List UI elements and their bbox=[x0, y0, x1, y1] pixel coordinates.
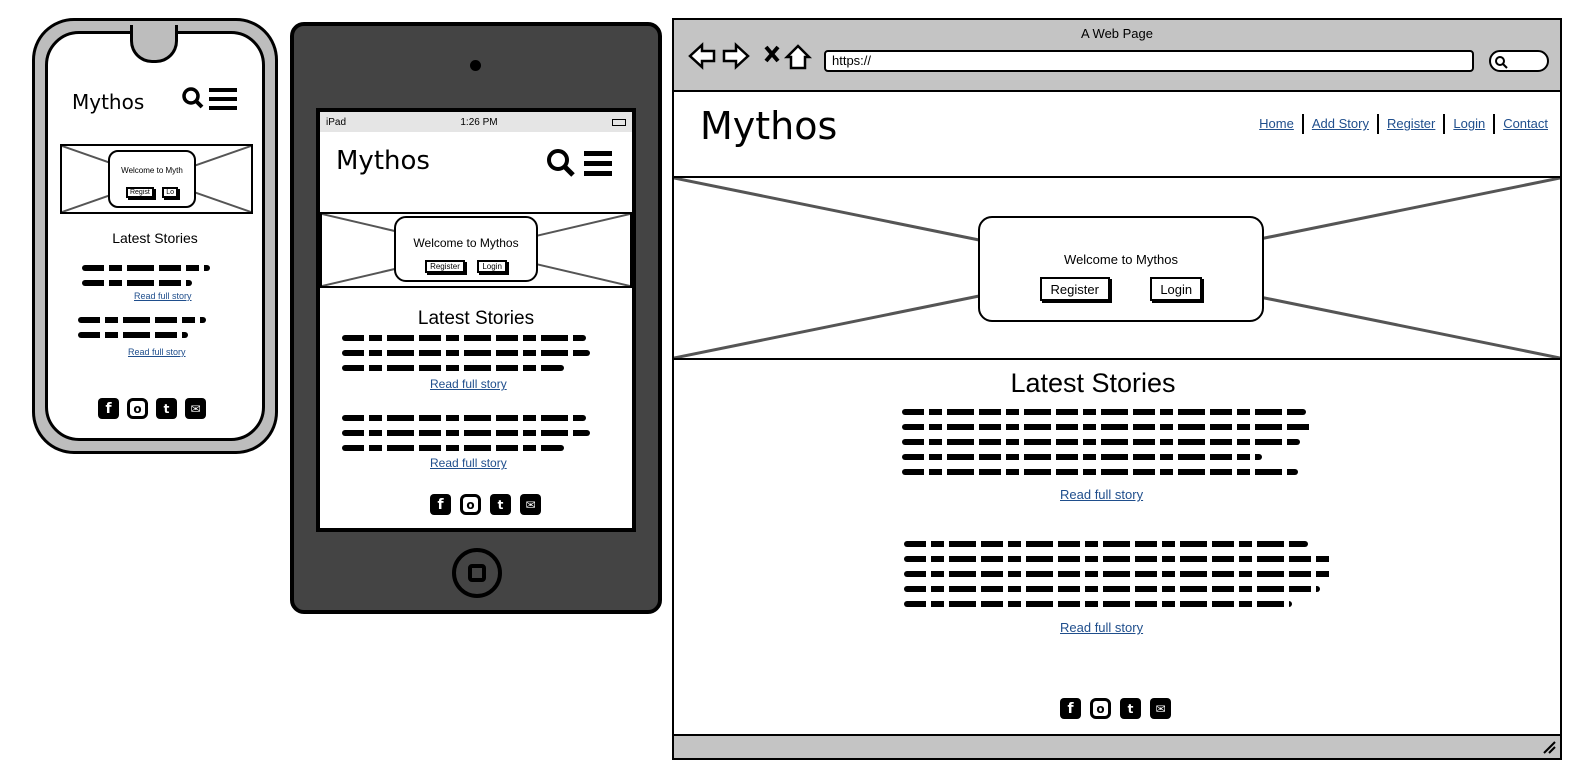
site-hero: Welcome to Mythos Register Login bbox=[674, 176, 1560, 360]
read-full-story-link[interactable]: Read full story bbox=[1060, 487, 1144, 502]
twitter-icon[interactable]: t bbox=[156, 398, 177, 419]
battery-icon bbox=[611, 118, 626, 126]
hero-card: Welcome to Myth Regist Lo bbox=[108, 150, 196, 208]
story-excerpt bbox=[902, 400, 1322, 484]
search-icon[interactable] bbox=[547, 149, 575, 177]
twitter-icon[interactable]: t bbox=[1120, 698, 1141, 719]
read-full-story-link[interactable]: Read full story bbox=[430, 456, 507, 470]
hero-text: Welcome to Myth bbox=[121, 166, 183, 175]
section-title: Latest Stories bbox=[112, 230, 198, 246]
tablet-brand[interactable]: Mythos bbox=[336, 146, 430, 176]
facebook-icon[interactable]: f bbox=[430, 494, 451, 515]
story-excerpt bbox=[342, 406, 592, 460]
browser-status-bar bbox=[674, 734, 1560, 758]
site-brand[interactable]: Mythos bbox=[700, 104, 838, 148]
instagram-icon[interactable]: o bbox=[460, 494, 481, 515]
tablet-screen: iPad 1:26 PM Mythos Welcome to Mythos bbox=[316, 108, 636, 532]
nav-home[interactable]: Home bbox=[1259, 116, 1294, 132]
phone-header-icons bbox=[182, 87, 237, 110]
read-full-story-link[interactable]: Read full story bbox=[430, 377, 507, 391]
email-icon[interactable]: ✉ bbox=[185, 398, 206, 419]
tablet-mockup: iPad 1:26 PM Mythos Welcome to Mythos bbox=[290, 22, 662, 614]
status-time: 1:26 PM bbox=[460, 116, 498, 128]
search-icon bbox=[1495, 56, 1508, 69]
facebook-icon[interactable]: f bbox=[1060, 698, 1081, 719]
story-excerpt bbox=[78, 308, 208, 347]
story-excerpt bbox=[904, 532, 1344, 616]
home-icon[interactable] bbox=[783, 44, 813, 70]
login-button[interactable]: Login bbox=[477, 260, 507, 273]
section-title: Latest Stories bbox=[417, 308, 535, 329]
read-full-story-link[interactable]: Read full story bbox=[128, 347, 186, 357]
phone-screen: Mythos Welcome to Myth Regist L bbox=[45, 31, 265, 441]
search-icon[interactable] bbox=[182, 87, 204, 109]
hero-card: Welcome to Mythos Register Login bbox=[394, 216, 538, 282]
hero-text: Welcome to Mythos bbox=[413, 236, 519, 250]
hero-card: Welcome to Mythos Register Login bbox=[978, 216, 1264, 322]
twitter-icon[interactable]: t bbox=[490, 494, 511, 515]
phone-brand[interactable]: Mythos bbox=[72, 90, 145, 114]
tablet-header-icons bbox=[547, 149, 612, 177]
nav-register[interactable]: Register bbox=[1386, 116, 1436, 132]
browser-controls bbox=[688, 42, 813, 70]
tablet-status-bar: iPad 1:26 PM bbox=[320, 112, 632, 132]
social-links: f o t ✉ bbox=[430, 494, 541, 515]
read-full-story-link[interactable]: Read full story bbox=[134, 291, 192, 301]
register-button[interactable]: Register bbox=[425, 260, 465, 273]
nav-contact[interactable]: Contact bbox=[1503, 116, 1548, 132]
nav-login[interactable]: Login bbox=[1453, 116, 1486, 132]
login-button[interactable]: Lo bbox=[162, 187, 179, 198]
status-carrier: iPad bbox=[326, 116, 347, 128]
tablet-home-button[interactable] bbox=[452, 548, 502, 598]
email-icon[interactable]: ✉ bbox=[520, 494, 541, 515]
facebook-icon[interactable]: f bbox=[98, 398, 119, 419]
browser-search-field[interactable] bbox=[1489, 50, 1549, 72]
back-icon[interactable] bbox=[688, 42, 716, 70]
close-icon[interactable] bbox=[764, 45, 780, 63]
tablet-hero: Welcome to Mythos Register Login bbox=[320, 212, 632, 288]
tablet-camera bbox=[470, 60, 481, 71]
browser-chrome: A Web Page https:// bbox=[674, 20, 1560, 92]
email-icon[interactable]: ✉ bbox=[1150, 698, 1171, 719]
hero-text: Welcome to Mythos bbox=[1064, 252, 1178, 267]
hamburger-menu-icon[interactable] bbox=[584, 151, 612, 176]
instagram-icon[interactable]: o bbox=[127, 398, 148, 419]
story-excerpt bbox=[82, 256, 212, 295]
register-button[interactable]: Register bbox=[1039, 277, 1110, 301]
browser-window: A Web Page https:// Mythos bbox=[672, 18, 1562, 760]
social-links: f o t ✉ bbox=[98, 398, 206, 419]
phone-hero: Welcome to Myth Regist Lo bbox=[60, 144, 253, 214]
window-title: A Web Page bbox=[1080, 26, 1154, 41]
social-links: f o t ✉ bbox=[1060, 698, 1171, 719]
phone-mockup: Mythos Welcome to Myth Regist L bbox=[32, 18, 278, 454]
resize-grip-icon[interactable] bbox=[1542, 740, 1556, 754]
read-full-story-link[interactable]: Read full story bbox=[1060, 620, 1144, 635]
story-excerpt bbox=[342, 326, 592, 380]
section-title: Latest Stories bbox=[1010, 368, 1176, 398]
url-bar[interactable]: https:// bbox=[824, 50, 1474, 72]
forward-icon[interactable] bbox=[722, 42, 750, 70]
site-nav: Home Add Story Register Login Contact bbox=[1259, 114, 1548, 134]
instagram-icon[interactable]: o bbox=[1090, 698, 1111, 719]
register-button[interactable]: Regist bbox=[125, 187, 154, 198]
hamburger-menu-icon[interactable] bbox=[209, 88, 237, 110]
phone-notch bbox=[130, 25, 178, 63]
nav-add-story[interactable]: Add Story bbox=[1311, 116, 1369, 132]
login-button[interactable]: Login bbox=[1150, 277, 1203, 301]
